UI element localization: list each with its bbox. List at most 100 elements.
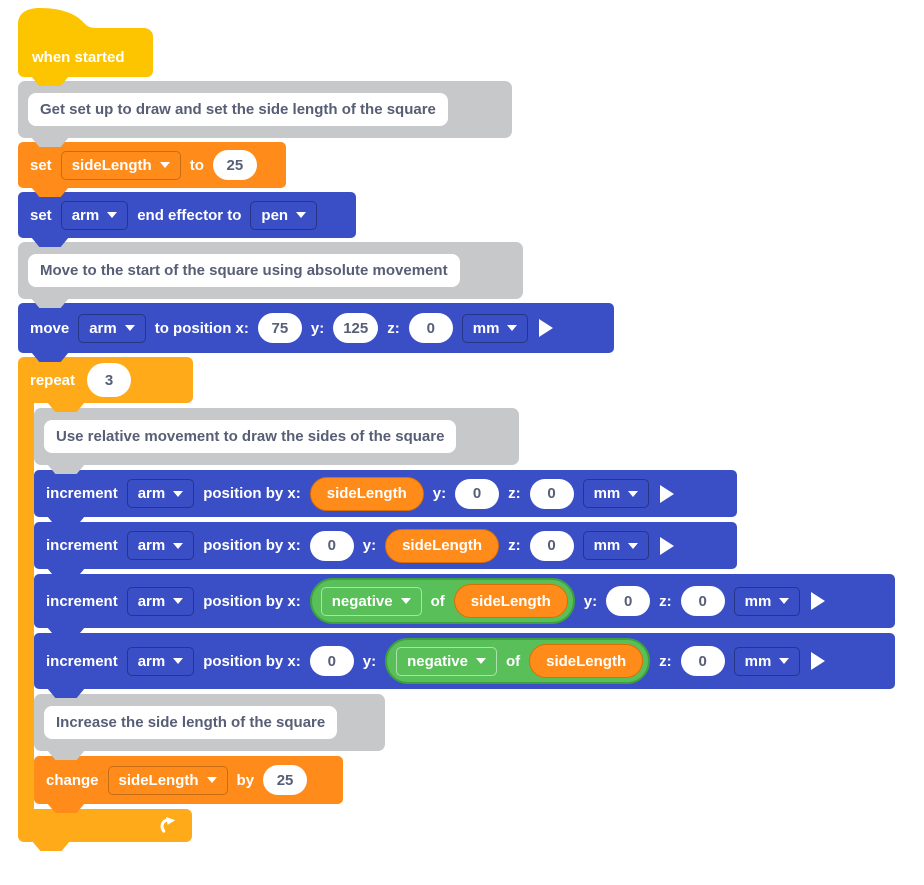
chevron-down-icon: [779, 598, 790, 604]
increment-block-x-negative[interactable]: increment arm position by x: negative of…: [34, 574, 895, 637]
increment-block-x-sidelength[interactable]: increment arm position by x: sideLength …: [34, 470, 737, 526]
variable-reporter-sidelength[interactable]: sideLength: [453, 584, 568, 618]
z-input[interactable]: 0: [529, 530, 574, 561]
repeat-block[interactable]: repeat 3 Use relative movement to draw t…: [18, 357, 895, 842]
set-variable-block[interactable]: set sideLength to 25: [18, 142, 286, 197]
dropdown-value: mm: [744, 652, 772, 670]
repeat-block-body: Use relative movement to draw the sides …: [18, 403, 895, 813]
chevron-down-icon: [206, 777, 217, 783]
y-label: y:: [362, 652, 377, 670]
variable-reporter-sidelength[interactable]: sideLength: [385, 528, 500, 563]
run-play-icon[interactable]: [660, 536, 675, 555]
unit-dropdown[interactable]: mm: [461, 313, 529, 343]
operator-dropdown[interactable]: negative: [396, 646, 497, 676]
dropdown-value: arm: [137, 485, 166, 502]
dropdown-value: arm: [137, 537, 166, 554]
move-absolute-block[interactable]: move arm to position x: 75 y: 125 z: 0 m…: [18, 303, 614, 362]
z-input[interactable]: 0: [680, 586, 725, 616]
variable-dropdown[interactable]: sideLength: [107, 765, 228, 795]
z-input[interactable]: 0: [408, 313, 453, 343]
variable-dropdown[interactable]: sideLength: [60, 150, 181, 180]
device-dropdown[interactable]: arm: [126, 531, 195, 560]
position-by-x-label: position by x:: [203, 537, 301, 554]
connector-tab: [47, 688, 85, 698]
dropdown-value: arm: [71, 206, 100, 224]
comment-block-setup[interactable]: Get set up to draw and set the side leng…: [18, 81, 512, 147]
run-play-icon[interactable]: [811, 592, 826, 610]
chevron-down-icon: [173, 598, 184, 604]
x-input[interactable]: 0: [309, 530, 354, 561]
script-canvas: when started Get set up to draw and set …: [0, 0, 924, 842]
increment-label: increment: [46, 485, 118, 502]
negative-of-reporter[interactable]: negative of sideLength: [309, 578, 575, 624]
device-dropdown[interactable]: arm: [60, 200, 129, 230]
x-input[interactable]: 75: [257, 313, 302, 343]
connector-tab: [47, 568, 85, 578]
connector-tab: [47, 402, 85, 412]
increment-block-y-negative[interactable]: increment arm position by x: 0 y: negati…: [34, 633, 895, 698]
chevron-down-icon: [779, 658, 790, 664]
run-play-icon[interactable]: [660, 484, 675, 503]
value-input[interactable]: 25: [212, 150, 257, 180]
repeat-block-footer[interactable]: [18, 809, 192, 842]
chevron-down-icon: [628, 542, 639, 549]
repeat-count-input[interactable]: 3: [87, 363, 132, 397]
unit-dropdown[interactable]: mm: [582, 531, 650, 560]
unit-dropdown[interactable]: mm: [733, 646, 801, 676]
z-label: z:: [659, 592, 672, 610]
increment-block-y-sidelength[interactable]: increment arm position by x: 0 y: sideLe…: [34, 522, 737, 578]
repeat-block-header[interactable]: repeat 3: [18, 357, 193, 412]
dropdown-value: arm: [137, 592, 166, 610]
z-input[interactable]: 0: [529, 478, 574, 509]
y-input[interactable]: 0: [606, 586, 651, 616]
connector-tab: [47, 750, 85, 760]
dropdown-value: pen: [261, 206, 289, 224]
move-label: move: [30, 319, 70, 337]
connector-tab: [31, 298, 69, 308]
device-dropdown[interactable]: arm: [78, 313, 146, 343]
value-input[interactable]: 25: [263, 765, 308, 795]
connector-tab: [47, 803, 85, 813]
unit-dropdown[interactable]: mm: [582, 479, 650, 508]
set-end-effector-block[interactable]: set arm end effector to pen: [18, 192, 356, 247]
chevron-down-icon: [159, 162, 170, 168]
dropdown-value: sideLength: [71, 156, 152, 174]
change-variable-block[interactable]: change sideLength by 25: [34, 756, 343, 813]
y-input[interactable]: 0: [455, 478, 500, 509]
comment-text: Increase the side length of the square: [44, 706, 338, 739]
negative-of-reporter[interactable]: negative of sideLength: [385, 638, 651, 684]
run-play-icon[interactable]: [539, 319, 554, 337]
x-input[interactable]: 0: [309, 646, 354, 676]
loop-arrow-icon: [160, 817, 176, 833]
comment-block-relative[interactable]: Use relative movement to draw the sides …: [34, 408, 519, 474]
z-input[interactable]: 0: [680, 646, 725, 676]
dropdown-value: sideLength: [118, 771, 199, 789]
comment-text: Get set up to draw and set the side leng…: [28, 93, 448, 126]
increment-label: increment: [46, 592, 118, 610]
dropdown-value: mm: [744, 592, 772, 610]
when-started-hat-block[interactable]: when started: [18, 8, 153, 86]
tool-dropdown[interactable]: pen: [250, 200, 318, 230]
y-input[interactable]: 125: [333, 313, 379, 343]
dropdown-value: arm: [137, 652, 166, 670]
chevron-down-icon: [475, 658, 486, 664]
variable-reporter-sidelength[interactable]: sideLength: [529, 644, 644, 678]
connector-tab: [31, 352, 69, 362]
variable-reporter-sidelength[interactable]: sideLength: [309, 476, 424, 511]
chevron-down-icon: [173, 658, 184, 664]
z-label: z:: [508, 537, 521, 554]
z-label: z:: [508, 485, 521, 502]
set-label: set: [30, 206, 52, 224]
unit-dropdown[interactable]: mm: [733, 586, 801, 616]
device-dropdown[interactable]: arm: [126, 586, 195, 616]
comment-block-increase[interactable]: Increase the side length of the square: [34, 694, 385, 760]
connector-tab: [47, 516, 85, 526]
increment-label: increment: [46, 652, 118, 670]
device-dropdown[interactable]: arm: [126, 646, 195, 676]
position-by-x-label: position by x:: [203, 592, 301, 610]
run-play-icon[interactable]: [811, 652, 826, 670]
chevron-down-icon: [628, 490, 639, 497]
comment-block-move-absolute[interactable]: Move to the start of the square using ab…: [18, 242, 523, 308]
device-dropdown[interactable]: arm: [126, 479, 195, 508]
operator-dropdown[interactable]: negative: [320, 586, 422, 616]
